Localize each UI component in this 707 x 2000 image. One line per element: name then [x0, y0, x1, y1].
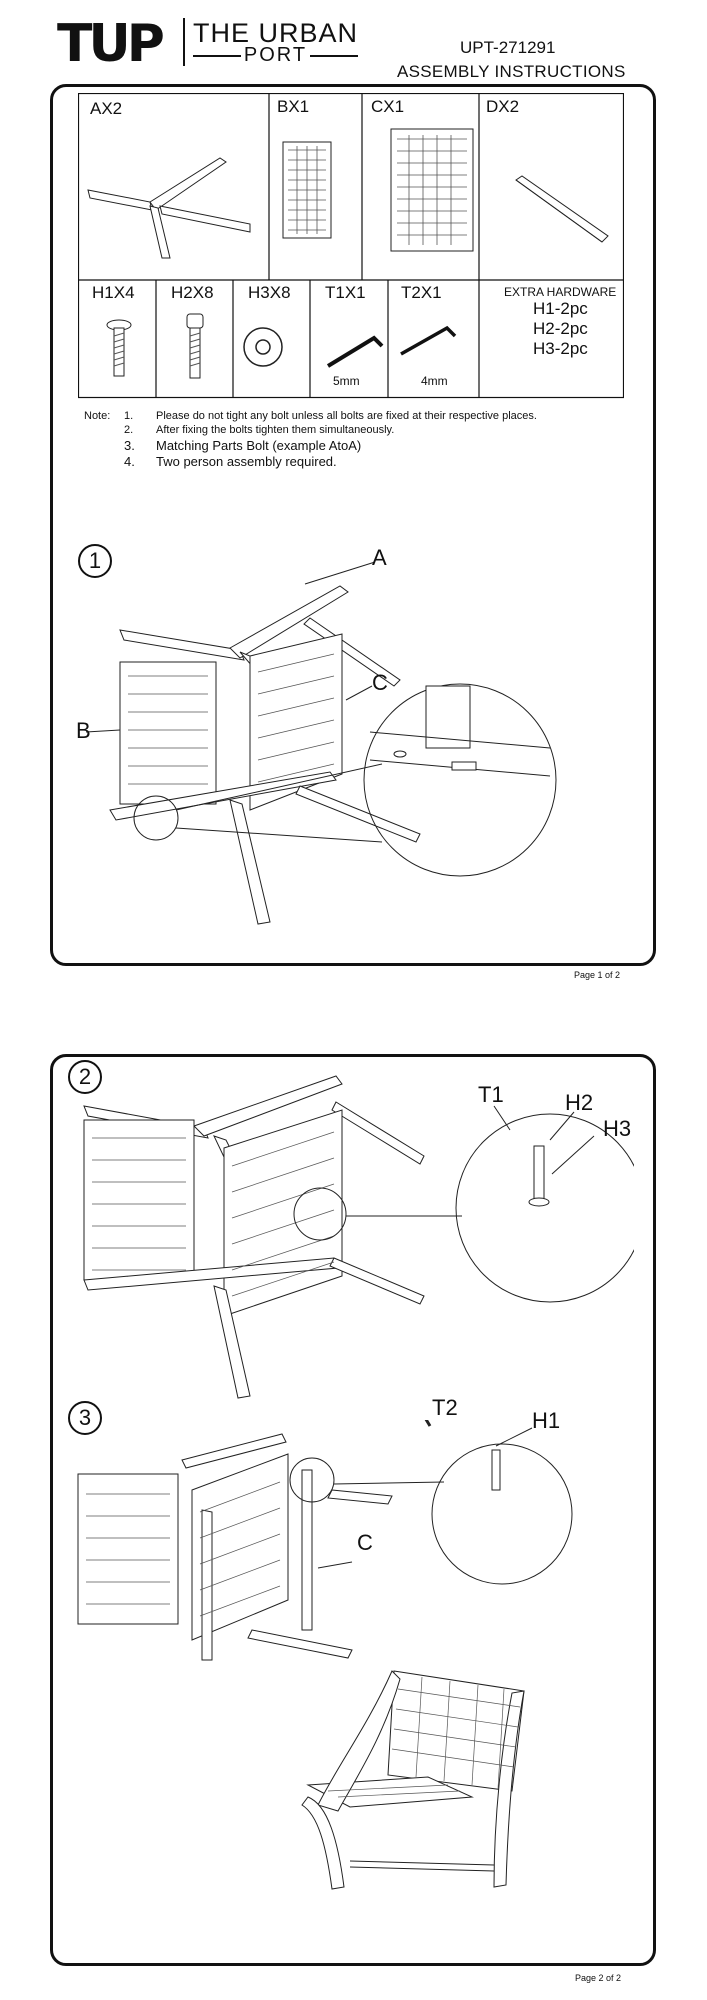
extra-hardware-item: H3-2pc — [533, 339, 588, 358]
part-c-seat-panel-drawing — [390, 128, 474, 252]
note-text: After fixing the bolts tighten them simu… — [156, 424, 395, 436]
assembled-chair-drawing — [301, 1670, 525, 1890]
hardware-label-t2: T2X1 — [401, 283, 442, 302]
hex-key-t2-drawing — [400, 325, 457, 356]
part-label-d: DX2 — [486, 97, 520, 116]
part-label-a: AX2 — [90, 99, 123, 118]
callout-h3: H3 — [603, 1116, 632, 1141]
logo-rule-left — [193, 55, 241, 57]
callout-b: B — [76, 718, 91, 743]
bolt-h1-drawing — [106, 319, 132, 377]
hex-key-t1-size: 5mm — [333, 374, 360, 388]
part-a-leg-frame-drawing — [87, 157, 251, 259]
document-title: ASSEMBLY INSTRUCTIONS — [397, 62, 626, 81]
step-1-number: 1 — [78, 544, 112, 578]
hardware-label-h2: H2X8 — [171, 283, 214, 302]
part-b-back-panel-drawing — [282, 141, 332, 239]
page-1-panel — [50, 84, 656, 966]
washer-h3-drawing — [243, 327, 283, 367]
step-3-illustration — [77, 1420, 573, 1661]
notes-prefix: Note: — [84, 410, 111, 422]
step-2-illustration — [83, 1075, 634, 1399]
page-number: Page 2 of 2 — [575, 1973, 622, 1983]
step-1-illustration — [85, 561, 557, 925]
part-label-b: BX1 — [277, 97, 310, 116]
note-number: 1. — [124, 410, 134, 422]
part-d-rail-drawing — [515, 175, 609, 243]
brand-logo-mark: TUP — [57, 14, 165, 74]
note-text: Two person assembly required. — [156, 454, 337, 469]
note-number: 2. — [124, 424, 134, 436]
callout-t2: T2 — [432, 1395, 458, 1420]
page-number: Page 1 of 2 — [574, 970, 621, 980]
brand-name-line2: PORT — [243, 44, 308, 66]
extra-hardware-item: H2-2pc — [533, 319, 588, 338]
extra-hardware-title: EXTRA HARDWARE — [504, 285, 617, 299]
note-text: Please do not tight any bolt unless all … — [156, 410, 537, 422]
brand-name-line1: THE URBAN — [193, 18, 359, 48]
callout-h2: H2 — [565, 1090, 594, 1115]
note-text: Matching Parts Bolt (example AtoA) — [156, 438, 362, 453]
callout-c: C — [372, 670, 388, 695]
bolt-h2-drawing — [186, 313, 204, 379]
hardware-label-h3: H3X8 — [248, 283, 291, 302]
note-number: 4. — [124, 454, 135, 469]
callout-t1: T1 — [478, 1082, 504, 1107]
model-number: UPT-271291 — [460, 38, 556, 57]
callout-h1: H1 — [532, 1408, 561, 1433]
step-2-number: 2 — [68, 1060, 102, 1094]
callout-c-step3: C — [357, 1530, 373, 1555]
parts-table-grid — [78, 93, 624, 399]
callout-a: A — [372, 545, 387, 570]
part-label-c: CX1 — [371, 97, 405, 116]
note-number: 3. — [124, 438, 135, 453]
extra-hardware-item: H1-2pc — [533, 299, 588, 318]
hardware-label-t1: T1X1 — [325, 283, 366, 302]
logo-divider — [183, 18, 185, 66]
logo-rule-right — [310, 55, 358, 57]
hex-key-t1-drawing — [326, 335, 384, 368]
hex-key-t2-size: 4mm — [421, 374, 448, 388]
step-3-number: 3 — [68, 1401, 102, 1435]
hardware-label-h1: H1X4 — [92, 283, 135, 302]
page-2-panel — [50, 1054, 656, 1966]
